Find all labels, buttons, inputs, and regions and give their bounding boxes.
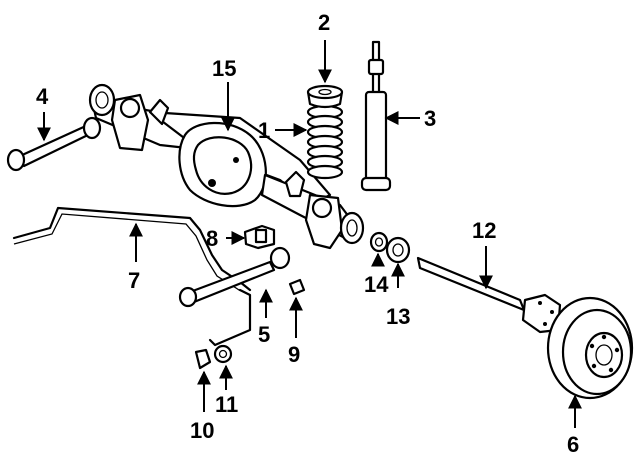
oil-seal <box>369 231 389 253</box>
callout-4: 4 <box>36 84 49 109</box>
brake-drum <box>546 296 634 400</box>
leader-lines <box>37 40 582 428</box>
callout-6: 6 <box>567 432 579 457</box>
callout-13: 13 <box>386 304 410 329</box>
callout-labels: 1 2 3 4 5 6 7 8 9 10 11 12 13 14 15 <box>36 10 579 457</box>
bushing <box>288 278 306 296</box>
callout-8: 8 <box>206 226 218 251</box>
wheel-bearing <box>385 236 411 264</box>
nut <box>213 344 233 364</box>
callout-10: 10 <box>190 418 214 443</box>
callout-11: 11 <box>215 392 238 417</box>
callout-1: 1 <box>258 118 270 143</box>
axle-housing <box>88 83 365 250</box>
callout-2: 2 <box>318 10 330 35</box>
shock-absorber <box>360 40 392 192</box>
callout-14: 14 <box>364 272 389 297</box>
callout-7: 7 <box>128 268 140 293</box>
callout-9: 9 <box>288 342 300 367</box>
axle-shaft <box>416 256 562 334</box>
bracket <box>243 224 276 250</box>
callout-5: 5 <box>258 322 270 347</box>
coil-spring <box>306 104 344 180</box>
lower-control-arm <box>6 116 102 172</box>
callout-3: 3 <box>424 106 436 131</box>
callout-12: 12 <box>472 218 496 243</box>
lateral-rod <box>178 246 291 347</box>
callout-15: 15 <box>212 56 236 81</box>
clamp <box>194 348 212 370</box>
spring-insulator <box>306 84 344 109</box>
